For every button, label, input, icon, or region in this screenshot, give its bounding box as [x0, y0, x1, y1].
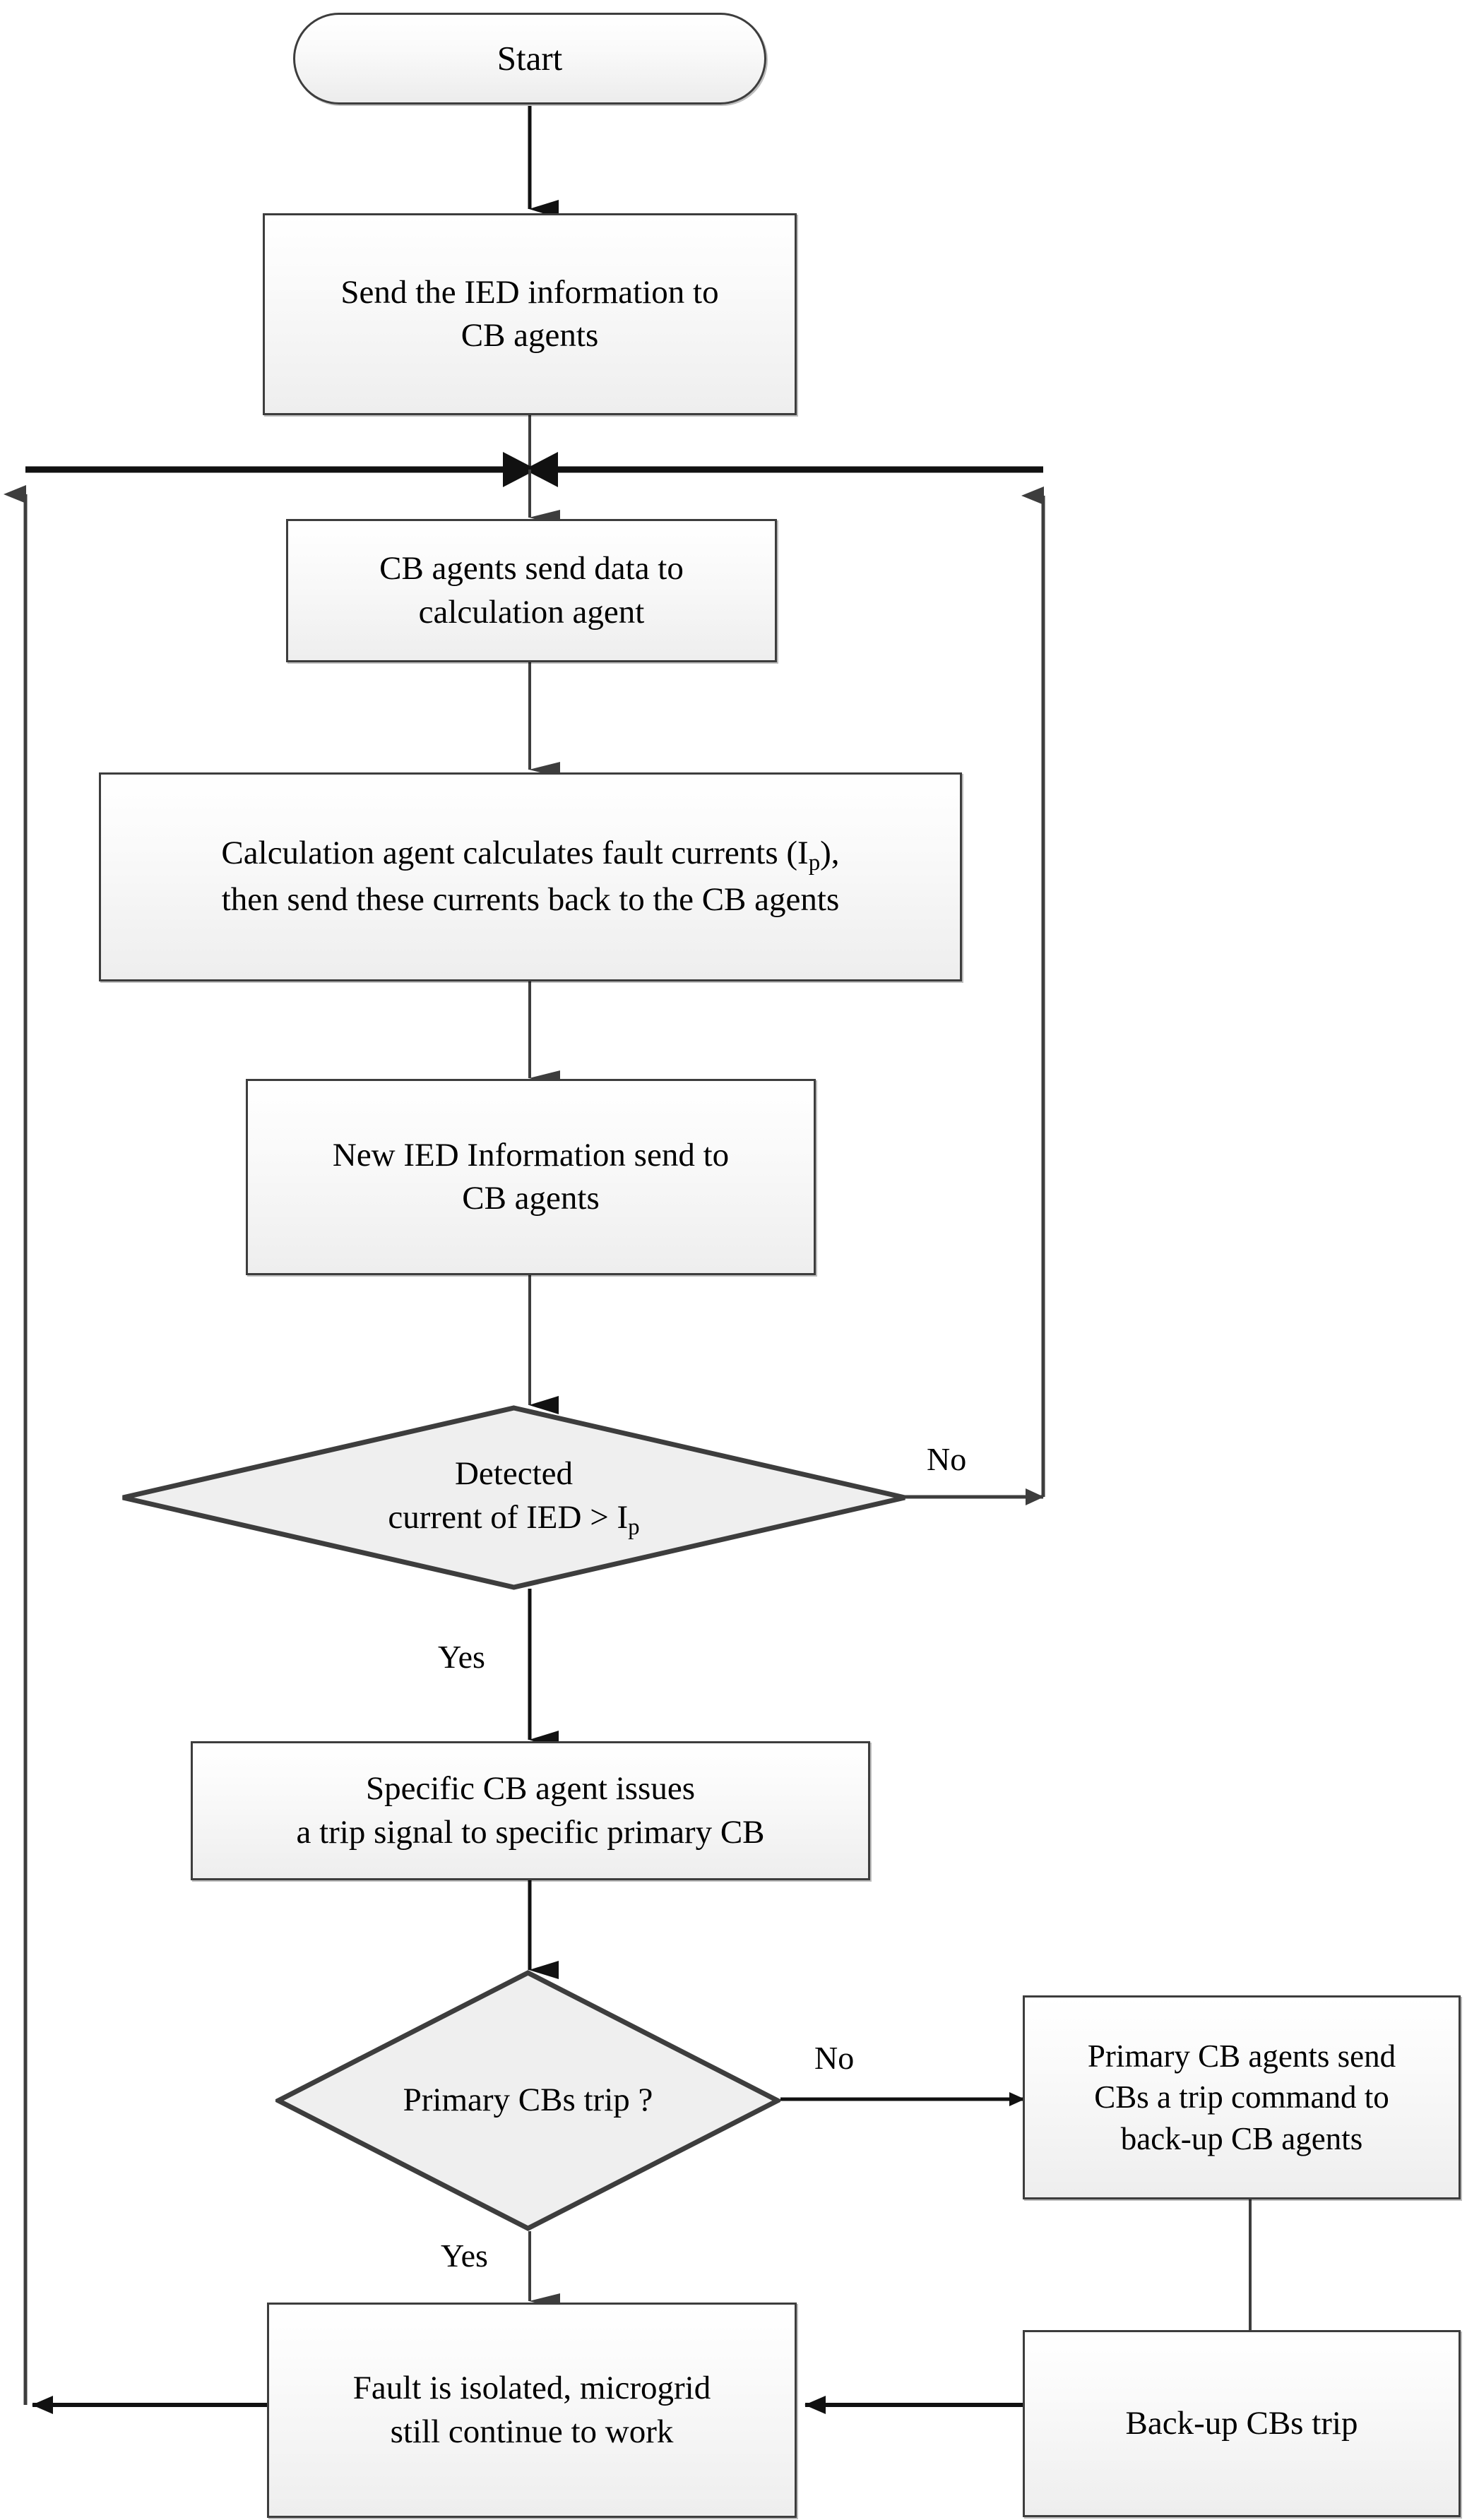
decision-current-subscript: p	[628, 1514, 640, 1540]
edge-label-yes-primary: Yes	[441, 2237, 488, 2274]
node-decision-detected-current-label: Detected current of IED > Ip	[173, 1452, 855, 1542]
edge-label-yes-current: Yes	[438, 1638, 485, 1676]
edge-label-yes-primary-text: Yes	[441, 2238, 488, 2274]
node-fault-isolated-label: Fault is isolated, microgrid still conti…	[352, 2370, 711, 2450]
calc-line1-subscript: p	[808, 850, 821, 876]
edge-label-no-current: No	[927, 1440, 966, 1478]
edge-label-yes-current-text: Yes	[438, 1639, 485, 1675]
node-primary-cb-agents-send[interactable]: Primary CB agents send CBs a trip comman…	[1023, 1995, 1461, 2199]
node-calculation-agent[interactable]: Calculation agent calculates fault curre…	[99, 772, 962, 981]
node-specific-cb-agent[interactable]: Specific CB agent issues a trip signal t…	[191, 1741, 870, 1880]
merge-arrow-from-right	[524, 452, 558, 487]
decision-diamond-shape	[122, 1405, 905, 1590]
node-decision-primary-cbs-trip[interactable]: Primary CBs trip ?	[275, 1970, 780, 2231]
node-decision-detected-current[interactable]: Detected current of IED > Ip	[120, 1405, 908, 1590]
edge-label-no-primary-text: No	[814, 2040, 855, 2076]
edge-label-no-primary: No	[814, 2039, 854, 2077]
node-start-label: Start	[497, 39, 563, 78]
node-send-ied-information-label: Send the IED information to CB agents	[340, 273, 719, 354]
decision-current-line1: Detected	[454, 1455, 573, 1493]
node-fault-isolated[interactable]: Fault is isolated, microgrid still conti…	[267, 2303, 797, 2518]
node-new-ied-information-label: New IED Information send to CB agents	[332, 1136, 730, 1217]
node-cb-agents-send-data-label: CB agents send data to calculation agent	[379, 550, 684, 631]
node-new-ied-information[interactable]: New IED Information send to CB agents	[246, 1079, 816, 1275]
calc-line2: then send these currents back to the CB …	[221, 881, 840, 919]
node-start[interactable]: Start	[293, 13, 766, 104]
decision-diamond-shape-2	[275, 1970, 780, 2231]
node-backup-cbs-trip[interactable]: Back-up CBs trip	[1023, 2330, 1461, 2517]
node-send-ied-information[interactable]: Send the IED information to CB agents	[263, 213, 797, 415]
calc-line1-part2: ),	[820, 835, 840, 872]
node-specific-cb-agent-label: Specific CB agent issues a trip signal t…	[296, 1770, 765, 1851]
node-primary-cb-agents-send-label: Primary CB agents send CBs a trip comman…	[1087, 2038, 1396, 2156]
node-calculation-agent-label: Calculation agent calculates fault curre…	[211, 832, 849, 921]
node-cb-agents-send-data[interactable]: CB agents send data to calculation agent	[286, 519, 777, 662]
merge-arrow-from-left	[503, 452, 537, 487]
calc-line1-part1: Calculation agent calculates fault curre…	[221, 835, 809, 872]
decision-current-line2: current of IED > I	[388, 1498, 629, 1536]
node-backup-cbs-trip-label: Back-up CBs trip	[1125, 2404, 1358, 2442]
node-decision-primary-cbs-trip-label: Primary CBs trip ?	[403, 2082, 653, 2119]
edge-label-no-current-text: No	[927, 1441, 967, 1477]
